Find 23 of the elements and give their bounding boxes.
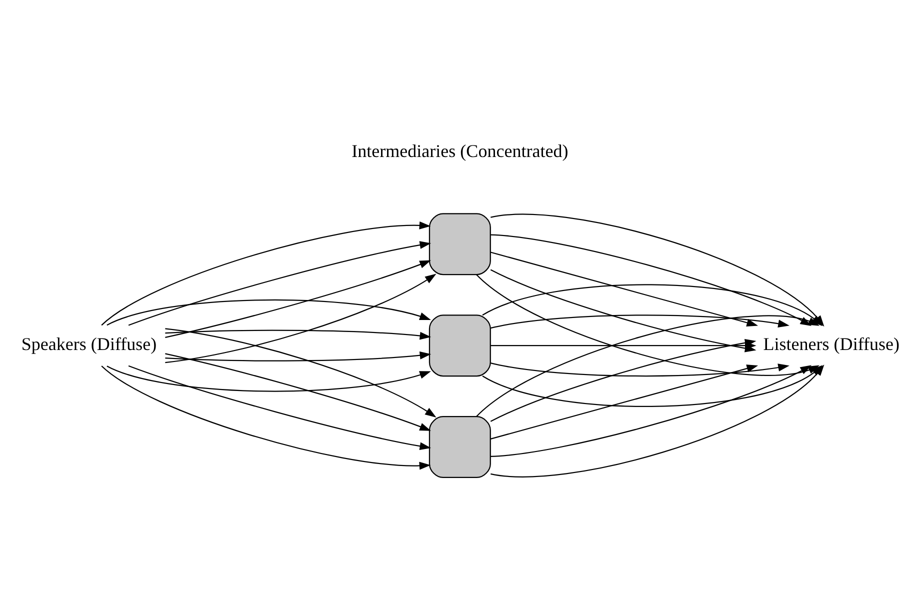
arrow	[128, 365, 432, 450]
node-text: Listeners (Diffuse)	[763, 334, 900, 354]
node-box	[428, 314, 491, 377]
node-text: Speakers (Diffuse)	[21, 334, 157, 354]
arrow	[165, 274, 436, 364]
arrow	[165, 351, 432, 362]
arrow	[490, 252, 758, 327]
arrow	[490, 365, 812, 457]
arrow	[490, 364, 758, 440]
arrow	[128, 241, 432, 326]
arrow	[101, 221, 431, 326]
arrow	[106, 366, 431, 392]
arrow	[165, 330, 432, 340]
arrow	[490, 362, 790, 377]
arrow	[106, 299, 431, 326]
arrow	[165, 260, 431, 338]
arrow	[165, 353, 431, 431]
arrow	[165, 328, 436, 418]
arrow	[490, 314, 790, 329]
node-box	[428, 416, 491, 478]
arrow	[101, 366, 431, 470]
node-box	[428, 213, 491, 276]
label: Intermediaries (Concentrated)	[352, 141, 568, 162]
